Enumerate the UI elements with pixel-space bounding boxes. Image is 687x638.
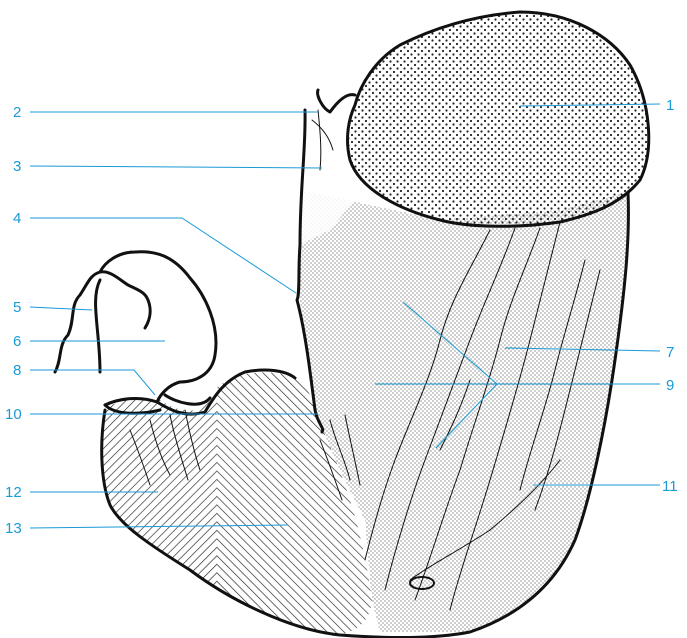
label-12: 12	[5, 484, 22, 501]
label-8: 8	[13, 362, 21, 379]
label-11: 11	[662, 478, 678, 495]
label-3: 3	[13, 158, 21, 175]
label-9: 9	[666, 377, 674, 394]
label-7: 7	[666, 344, 674, 361]
label-1: 1	[666, 97, 674, 114]
label-5: 5	[13, 299, 21, 316]
label-6: 6	[13, 333, 21, 350]
label-2: 2	[13, 104, 21, 121]
label-4: 4	[13, 210, 21, 227]
label-13: 13	[5, 520, 22, 537]
label-10: 10	[5, 406, 22, 423]
leader-5	[30, 307, 92, 310]
leader-3	[30, 166, 322, 168]
fundus-cut-section	[348, 12, 649, 226]
